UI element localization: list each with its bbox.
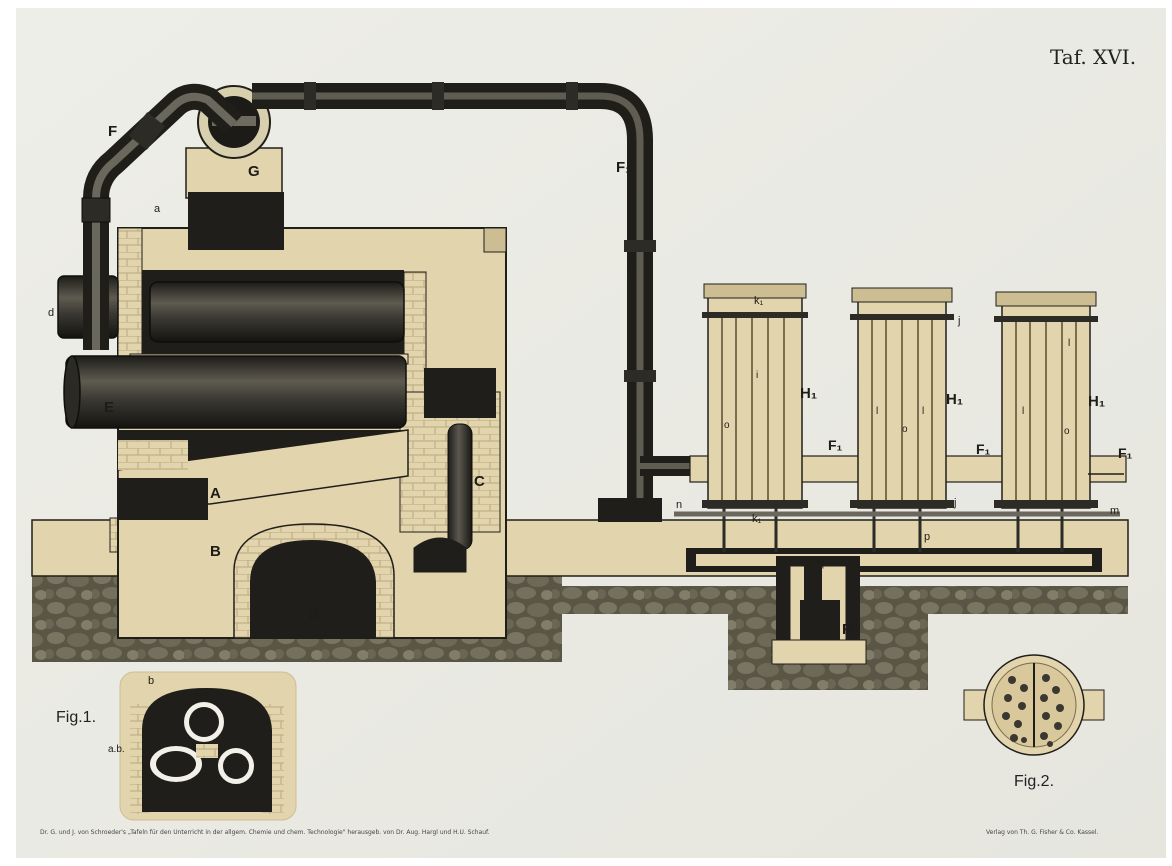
label-E: E	[104, 399, 114, 416]
label-j-top: j	[957, 315, 960, 327]
label-q: q	[818, 557, 824, 569]
label-F1-top: F₁	[616, 159, 631, 176]
label-l-4: l	[1068, 338, 1070, 349]
label-F1-b: F₁	[976, 441, 991, 457]
label-n: n	[676, 499, 682, 511]
condensers	[674, 283, 1127, 665]
label-k1-bottom: k₁	[752, 513, 762, 525]
fig1-label: Fig.1.	[56, 709, 96, 726]
label-A: A	[210, 485, 221, 502]
label-H1-a: H₁	[800, 385, 817, 402]
label-ab: a.b.	[108, 744, 125, 755]
label-B: B	[210, 543, 221, 560]
fig1-section	[119, 671, 297, 821]
tower-3	[994, 291, 1098, 509]
pipe-f1	[252, 82, 690, 522]
label-R: R	[842, 621, 853, 638]
label-D: D	[308, 607, 319, 624]
label-m: m	[1110, 505, 1119, 517]
credit-right: Verlag von Th. G. Fisher & Co. Kassel.	[986, 829, 1098, 836]
label-l-2: l	[922, 406, 924, 417]
label-b: b	[148, 675, 154, 687]
label-H1-b: H₁	[946, 391, 963, 408]
fig2-section	[963, 654, 1105, 756]
credit-left: Dr. G. und J. von Schroeder's „Tafeln fü…	[40, 829, 490, 836]
label-d: d	[48, 307, 54, 319]
label-G: G	[248, 163, 260, 180]
label-o-1: o	[724, 420, 730, 431]
furnace	[57, 227, 507, 639]
fig2-label: Fig.2.	[1014, 773, 1054, 790]
label-l-3: l	[1022, 406, 1024, 417]
tower-1	[702, 283, 808, 509]
label-F1-a: F₁	[828, 437, 843, 453]
label-p: p	[924, 531, 930, 543]
label-l-1: l	[876, 406, 878, 417]
label-j-bottom: j	[953, 497, 956, 509]
label-H1-c: H₁	[1088, 393, 1105, 410]
label-k1-top: k₁	[754, 295, 764, 307]
label-F: F	[108, 123, 117, 140]
label-F1-c: F₁	[1118, 445, 1133, 461]
label-o-3: o	[1064, 426, 1070, 437]
label-a: a	[154, 203, 161, 215]
label-i-1: i	[756, 370, 758, 381]
pipe-f	[81, 83, 243, 350]
label-o-2: o	[902, 424, 908, 435]
tower-2	[850, 287, 954, 509]
label-C: C	[474, 473, 485, 490]
plate-title: Taf. XVI.	[1050, 45, 1136, 69]
